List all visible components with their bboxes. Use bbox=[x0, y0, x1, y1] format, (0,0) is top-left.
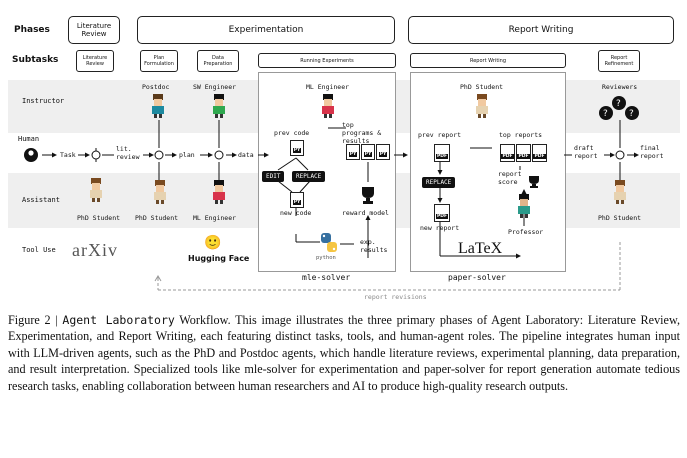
ml-engineer-top-avatar bbox=[320, 94, 336, 118]
flow-draft-report-label: draft report bbox=[574, 144, 598, 160]
reviewers-icon: ? ? ? bbox=[596, 94, 642, 122]
phd-student-a-avatar bbox=[88, 178, 104, 202]
mle-top-doc-icon-3: PY bbox=[376, 144, 390, 160]
paper-new-report-label: new report bbox=[420, 224, 460, 232]
paper-top-pdf-icon-3: PDF bbox=[532, 144, 547, 162]
row-label-phases: Phases bbox=[14, 25, 50, 35]
flow-plan-label: plan bbox=[179, 151, 195, 159]
ml-engineer-bottom-avatar bbox=[211, 180, 227, 204]
caption-figure-number: Figure 2 | bbox=[8, 313, 58, 327]
paper-top-reports-label: top reports bbox=[499, 131, 543, 139]
row-label-assistant: Assistant bbox=[22, 196, 60, 204]
agent-phd-student-a-label: PhD Student bbox=[77, 214, 121, 222]
agent-sw-engineer-label: SW Engineer bbox=[193, 83, 237, 91]
subtask-literature-review: Literature Review bbox=[76, 50, 114, 72]
paper-top-pdf-icon-2: PDF bbox=[516, 144, 531, 162]
mle-python-label: python bbox=[316, 255, 336, 261]
row-label-instructor: Instructor bbox=[22, 97, 65, 105]
paper-report-score-label: report score bbox=[498, 170, 522, 186]
phd-student-c-avatar bbox=[612, 180, 628, 204]
paper-solver-panel bbox=[410, 72, 566, 272]
paper-trophy-icon bbox=[528, 174, 540, 188]
row-label-human: Human bbox=[18, 135, 40, 143]
row-label-subtasks: Subtasks bbox=[12, 55, 59, 65]
subtask-report-writing: Report Writing bbox=[410, 53, 566, 68]
agent-reviewers-label: Reviewers bbox=[602, 83, 638, 91]
sw-engineer-avatar bbox=[211, 94, 227, 118]
flow-task-label: Task bbox=[60, 151, 76, 159]
report-revisions-label: report revisions bbox=[364, 293, 427, 301]
latex-logo: LaTeX bbox=[458, 240, 503, 257]
agent-postdoc-label: Postdoc bbox=[142, 83, 170, 91]
phase-experimentation: Experimentation bbox=[137, 16, 395, 44]
subtask-running-experiments: Running Experiments bbox=[258, 53, 396, 68]
subtask-data-preparation: Data Preparation bbox=[197, 50, 239, 72]
caption-system-name: Agent Laboratory bbox=[62, 313, 175, 327]
hugging-face-icon: 🙂 bbox=[204, 235, 222, 251]
mle-exp-results-label: exp. results bbox=[360, 238, 388, 254]
mle-top-programs-label: top programs & results bbox=[342, 121, 382, 145]
agent-phd-student-b-label: PhD Student bbox=[135, 214, 179, 222]
trophy-icon bbox=[360, 186, 376, 206]
agent-phd-student-c-label: PhD Student bbox=[598, 214, 642, 222]
mle-reward-model-label: reward model bbox=[342, 209, 389, 217]
workflow-arrows bbox=[24, 120, 639, 291]
flow-final-report-label: final report bbox=[640, 144, 664, 160]
mle-new-code-doc-icon: PY bbox=[290, 192, 304, 208]
mle-prev-code-label: prev code bbox=[274, 129, 310, 137]
paper-prev-report-pdf-icon: PDF bbox=[434, 144, 450, 162]
flow-lit-review-label: lit. review bbox=[116, 145, 140, 161]
subtask-report-refinement: Report Refinement bbox=[598, 50, 640, 72]
phase-report-writing: Report Writing bbox=[408, 16, 674, 44]
mle-edit-label: EDIT bbox=[262, 171, 285, 182]
svg-text:?: ? bbox=[616, 99, 621, 109]
python-icon bbox=[318, 232, 340, 254]
mle-top-doc-icon-1: PY bbox=[346, 144, 360, 160]
subtask-plan-formulation: Plan Formulation bbox=[140, 50, 178, 72]
paper-top-pdf-icon-1: PDF bbox=[500, 144, 515, 162]
flow-data-label: data bbox=[238, 151, 254, 159]
professor-avatar bbox=[516, 194, 532, 218]
phd-student-top-avatar bbox=[474, 94, 490, 118]
row-label-tool-use: Tool Use bbox=[22, 246, 56, 254]
paper-replace-label: REPLACE bbox=[422, 177, 456, 188]
phase-literature-review: Literature Review bbox=[68, 16, 120, 44]
paper-prev-report-label: prev report bbox=[418, 131, 462, 139]
phd-student-b-avatar bbox=[152, 180, 168, 204]
arxiv-logo: arXiv bbox=[72, 240, 118, 260]
paper-new-report-pdf-icon: PDF bbox=[434, 204, 450, 222]
caption-text: Workflow. This image illustrates the thr… bbox=[8, 313, 681, 393]
svg-text:?: ? bbox=[629, 109, 634, 119]
mle-new-code-label: new code bbox=[280, 209, 312, 217]
mle-prev-code-doc-icon: PY bbox=[290, 140, 304, 156]
agent-ml-engineer-bottom-label: ML Engineer bbox=[193, 214, 237, 222]
postdoc-avatar bbox=[150, 94, 166, 118]
paper-solver-name: paper-solver bbox=[448, 273, 506, 282]
svg-text:?: ? bbox=[603, 109, 608, 119]
agent-professor-label: Professor bbox=[508, 228, 544, 236]
figure-caption: Figure 2 | Agent Laboratory Workflow. Th… bbox=[8, 312, 680, 394]
mle-solver-name: mle-solver bbox=[302, 273, 351, 282]
mle-top-doc-icon-2: PY bbox=[361, 144, 375, 160]
agent-phd-student-top-label: PhD Student bbox=[460, 83, 504, 91]
mle-replace-label: REPLACE bbox=[292, 171, 326, 182]
hugging-face-label: Hugging Face bbox=[188, 254, 250, 263]
agent-ml-engineer-top-label: ML Engineer bbox=[306, 83, 350, 91]
